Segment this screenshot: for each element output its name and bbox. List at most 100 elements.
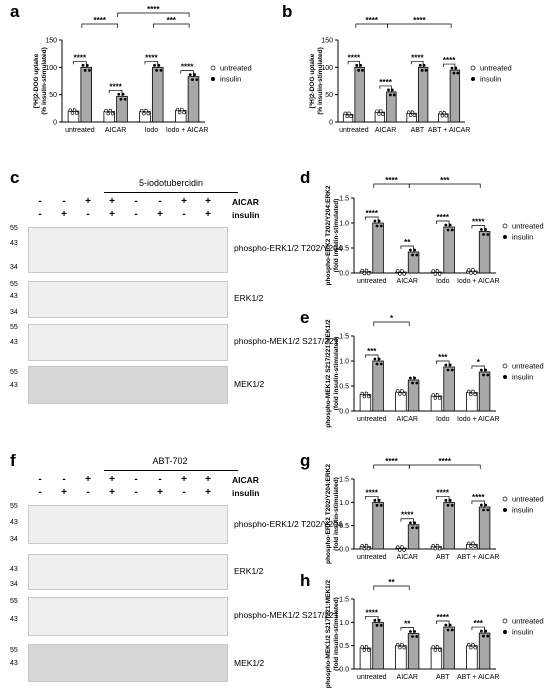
blot-c-marker: 43 bbox=[10, 240, 18, 247]
group-bracket-label: **** bbox=[147, 5, 160, 14]
significance-bracket bbox=[471, 365, 485, 369]
bar-insulin bbox=[449, 69, 461, 123]
blot-f-marker: 34 bbox=[10, 581, 18, 588]
data-point-insulin bbox=[448, 363, 452, 367]
data-point-insulin bbox=[408, 630, 412, 633]
y-tick-label: 100 bbox=[45, 65, 57, 72]
data-point-insulin bbox=[448, 223, 452, 227]
significance-label: **** bbox=[411, 53, 424, 62]
bar-insulin bbox=[478, 231, 491, 274]
data-point-insulin bbox=[413, 376, 417, 380]
data-point-insulin bbox=[444, 223, 448, 227]
legend-marker-untreated bbox=[210, 65, 216, 71]
group-bracket-label: *** bbox=[167, 16, 177, 25]
group-bracket bbox=[373, 321, 410, 326]
y-tick-label: 1.5 bbox=[339, 597, 349, 604]
data-point-untreated bbox=[467, 541, 471, 546]
data-point-insulin bbox=[448, 623, 452, 627]
significance-label: **** bbox=[437, 213, 450, 222]
blot-c-header: 5-iodotubercidin bbox=[138, 178, 204, 188]
significance-bracket bbox=[108, 89, 123, 94]
y-tick-label: 1.0 bbox=[339, 221, 349, 228]
significance-label: *** bbox=[474, 619, 484, 628]
legend-label-insulin: insulin bbox=[512, 233, 533, 242]
x-tick-label: ABT bbox=[436, 674, 450, 681]
data-point-untreated bbox=[400, 269, 404, 273]
blot-f-label-2: ERK1/2 bbox=[234, 566, 264, 576]
legend-label-untreated: untreated bbox=[512, 222, 544, 231]
data-point-untreated bbox=[175, 107, 180, 112]
blot-f-marker: 55 bbox=[10, 647, 18, 654]
blot-c-marker: 43 bbox=[10, 339, 18, 346]
y-tick-label: 0.0 bbox=[339, 409, 349, 416]
legend-marker-untreated bbox=[502, 618, 508, 624]
x-tick-label: ABT + AICAR bbox=[457, 554, 499, 561]
blot-c-sign: - bbox=[38, 196, 42, 207]
data-point-insulin bbox=[446, 368, 450, 372]
blot-f-sign: - bbox=[86, 487, 90, 498]
y-tick-label: 1.0 bbox=[339, 359, 349, 366]
significance-bracket bbox=[180, 70, 194, 74]
data-point-insulin bbox=[444, 623, 448, 627]
blot-c-header-line bbox=[104, 192, 238, 193]
data-point-insulin bbox=[450, 368, 454, 372]
y-axis-label-2: (fold insulin-stimulated) bbox=[333, 477, 340, 551]
panel-label-g: g bbox=[300, 451, 311, 470]
data-point-insulin bbox=[377, 219, 381, 223]
significance-bracket bbox=[471, 225, 485, 229]
y-tick-label: 150 bbox=[321, 38, 333, 45]
panel-label-h: h bbox=[300, 571, 311, 590]
data-point-insulin bbox=[415, 526, 419, 530]
bar-insulin bbox=[151, 66, 164, 123]
blot-f-header: ABT-702 bbox=[152, 456, 188, 466]
data-point-insulin bbox=[413, 521, 417, 525]
blot-f-sign: - bbox=[134, 487, 138, 498]
blot-f-row2-label: insulin bbox=[232, 488, 260, 498]
data-point-untreated bbox=[467, 268, 471, 272]
data-point-insulin bbox=[482, 508, 485, 512]
x-tick-label: ABT + AICAR bbox=[428, 127, 470, 134]
legend-label-untreated: untreated bbox=[512, 362, 544, 371]
bar-insulin bbox=[386, 91, 397, 123]
data-point-insulin bbox=[155, 68, 159, 72]
significance-label: **** bbox=[181, 63, 194, 72]
blot-f-sign: + bbox=[205, 487, 211, 498]
x-tick-label: Iodo + AICAR bbox=[457, 278, 500, 285]
data-point-untreated bbox=[398, 392, 402, 396]
data-point-insulin bbox=[379, 362, 383, 366]
data-point-insulin bbox=[375, 623, 379, 627]
blot-f-marker: 43 bbox=[10, 660, 18, 667]
data-point-untreated bbox=[400, 642, 404, 647]
legend-label-untreated: untreated bbox=[220, 64, 252, 73]
blot-c-sign: + bbox=[85, 196, 91, 207]
blot-c-label-1: phospho-ERK1/2 T202/Y204 bbox=[234, 243, 343, 253]
blot-c-image-3 bbox=[28, 324, 228, 361]
y-tick-label: 1.5 bbox=[339, 334, 349, 341]
data-point-untreated bbox=[435, 393, 440, 397]
x-tick-label: ABT bbox=[411, 127, 425, 134]
blot-f-sign: + bbox=[109, 487, 115, 498]
blot-f-marker: 43 bbox=[10, 616, 18, 623]
blot-c-sign: - bbox=[62, 196, 66, 207]
data-point-untreated bbox=[402, 645, 406, 650]
group-bracket-label: * bbox=[390, 314, 394, 323]
data-point-insulin bbox=[88, 68, 91, 72]
blot-c-label-4: MEK1/2 bbox=[234, 379, 265, 389]
blot-f-label-1: phospho-ERK1/2 T202/Y204 bbox=[234, 519, 343, 529]
group-bracket-label: **** bbox=[413, 16, 426, 25]
data-point-insulin bbox=[153, 63, 156, 67]
y-tick-label: 50 bbox=[49, 92, 57, 99]
blot-c-sign: + bbox=[157, 209, 163, 220]
data-point-insulin bbox=[450, 66, 454, 70]
data-point-untreated bbox=[362, 271, 367, 276]
data-point-insulin bbox=[484, 503, 488, 507]
x-tick-label: ABT + AICAR bbox=[457, 674, 499, 681]
data-point-untreated bbox=[360, 543, 364, 548]
significance-label: **** bbox=[366, 488, 379, 497]
x-tick-label: Iodo + AICAR bbox=[457, 416, 500, 423]
blot-c-marker: 55 bbox=[10, 225, 18, 232]
y-axis-label-2: (% insulin-stimulated) bbox=[317, 47, 324, 115]
data-point-insulin bbox=[424, 68, 428, 72]
data-point-insulin bbox=[446, 503, 450, 507]
